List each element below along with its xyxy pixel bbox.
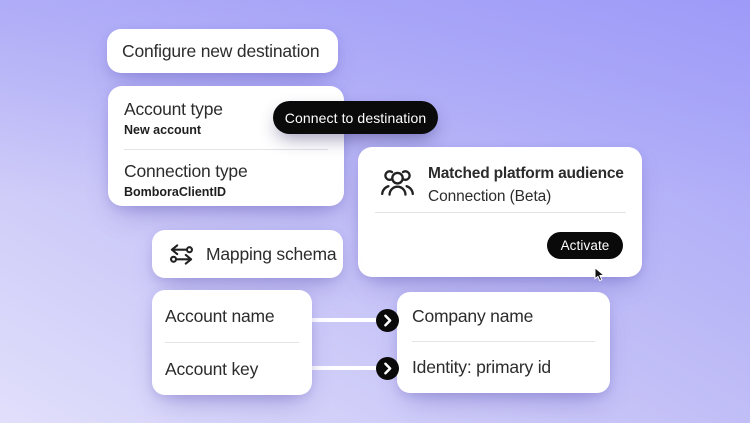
mapping-arrows-icon xyxy=(168,243,195,266)
mapping-schema-card: Mapping schema xyxy=(152,230,343,278)
audience-icon xyxy=(380,168,415,199)
connect-to-destination-label: Connect to destination xyxy=(284,109,427,126)
connection-type-value: BomboraClientID xyxy=(124,185,227,199)
connector-line-bottom xyxy=(309,366,381,370)
source-field-account-key: Account key xyxy=(165,359,259,379)
configure-destination-card: Configure new destination xyxy=(107,29,338,73)
target-field-company-name: Company name xyxy=(412,306,534,326)
destination-title: Matched platform audience xyxy=(428,165,624,182)
connection-type-label: Connection type xyxy=(124,161,248,181)
source-fields-card: Account name Account key xyxy=(152,290,312,395)
account-card-divider xyxy=(124,149,328,150)
chevron-right-icon xyxy=(376,309,399,332)
chevron-right-icon xyxy=(376,357,399,380)
source-card-divider xyxy=(165,342,299,343)
target-card-divider xyxy=(412,341,595,342)
activate-label: Activate xyxy=(560,238,610,253)
mapping-schema-title: Mapping schema xyxy=(206,244,337,264)
activate-button[interactable]: Activate xyxy=(547,232,623,259)
destination-connection-card: Matched platform audience Connection (Be… xyxy=(358,147,642,277)
destination-subtitle: Connection (Beta) xyxy=(428,188,552,205)
configure-destination-title: Configure new destination xyxy=(122,41,320,61)
connect-to-destination-button[interactable]: Connect to destination xyxy=(273,101,438,134)
account-type-label: Account type xyxy=(124,99,223,119)
target-field-identity: Identity: primary id xyxy=(412,357,551,377)
connector-line-top xyxy=(309,318,381,322)
cursor-pointer-icon xyxy=(594,267,606,282)
destination-card-divider xyxy=(375,212,626,213)
target-fields-card: Company name Identity: primary id xyxy=(397,292,610,393)
source-field-account-name: Account name xyxy=(165,306,275,326)
account-type-value: New account xyxy=(124,123,202,137)
